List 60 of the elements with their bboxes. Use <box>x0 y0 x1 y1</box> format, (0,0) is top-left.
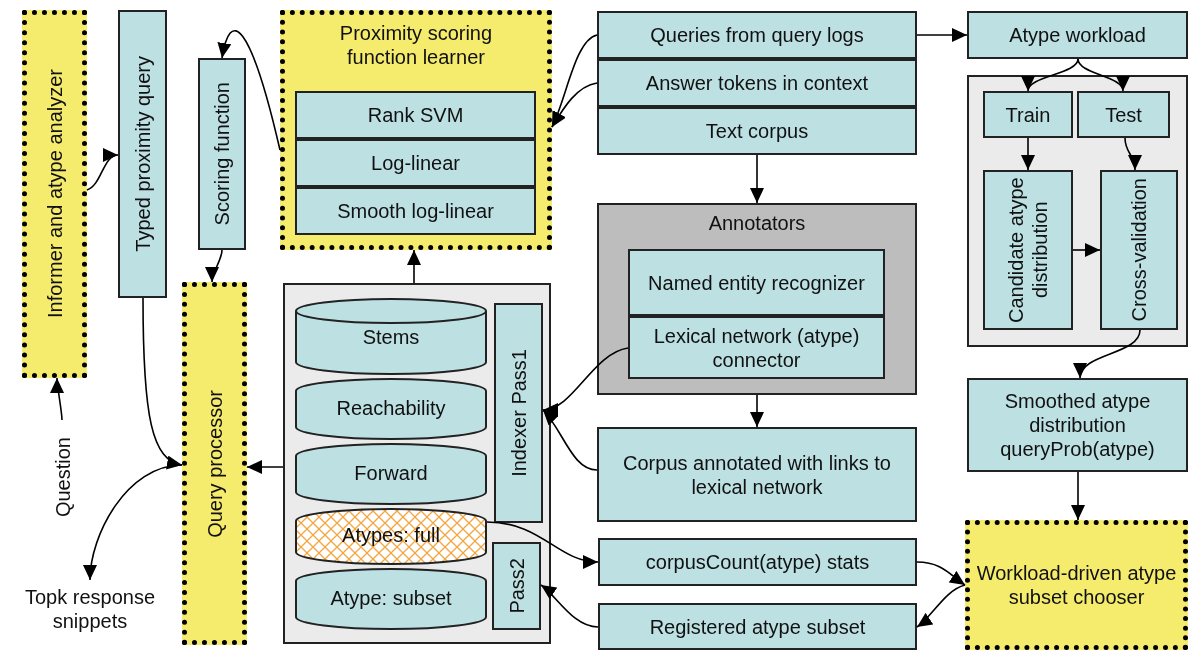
arrow <box>1124 137 1142 171</box>
process-box: Scoring function <box>198 58 246 250</box>
process-box: Candidate atype distribution <box>983 170 1073 330</box>
arrow <box>218 29 281 151</box>
process-box: Rank SVM <box>295 91 536 139</box>
arrow <box>750 394 764 428</box>
process-box: Answer tokens in context <box>597 59 917 107</box>
arrow <box>916 28 968 42</box>
process-box: Train <box>983 91 1073 138</box>
arrow <box>1071 471 1085 521</box>
arrow <box>86 150 119 191</box>
process-box: Test <box>1077 91 1170 138</box>
process-box: Queries from query logs <box>597 11 917 59</box>
arrow <box>84 464 183 581</box>
process-box: Lexical network (atype) connector <box>628 316 885 379</box>
text-label: Topk response snippets <box>5 580 175 638</box>
process-box: Indexer Pass1 <box>494 303 543 523</box>
arrow <box>142 297 183 468</box>
process-box: Text corpus <box>597 107 917 155</box>
component-box <box>280 10 552 250</box>
process-box: Smoothed atype distribution queryProb(atype) <box>967 378 1188 472</box>
group-heading: Annotators <box>707 211 807 235</box>
arrow <box>542 347 629 415</box>
component-box: Query processor <box>182 282 247 645</box>
group-heading: Proximity scoring function learner <box>338 21 494 69</box>
component-box: Workload-driven atype subset chooser <box>965 520 1188 650</box>
group-panel <box>597 203 917 395</box>
process-box: corpusCount(atype) stats <box>598 538 917 586</box>
arrow <box>540 584 599 628</box>
process-box: Cross-validation <box>1100 170 1178 330</box>
arrow <box>1021 137 1035 171</box>
process-box: Named entity recognizer <box>628 249 885 316</box>
arrow <box>916 561 966 586</box>
process-box: Log-linear <box>295 139 536 187</box>
arrow <box>407 249 421 284</box>
arrow <box>246 460 284 474</box>
database-cylinder: Stems <box>295 298 487 375</box>
arrow <box>1077 58 1127 92</box>
group-panel <box>967 75 1188 347</box>
group-panel <box>283 283 551 644</box>
arrow <box>50 377 65 421</box>
arrow <box>916 584 966 628</box>
text-label: Question <box>45 420 80 535</box>
process-box: Pass2 <box>492 542 541 630</box>
database-cylinder: Reachability <box>295 375 487 440</box>
arrow <box>1072 243 1101 257</box>
process-box: Corpus annotated with links to lexical network <box>597 427 917 522</box>
process-box: Typed proximity query <box>118 10 167 298</box>
arrow <box>551 82 598 128</box>
arrow <box>1076 329 1141 379</box>
database-cylinder: Atype: subset <box>295 565 487 630</box>
process-box: Atype workload <box>967 11 1188 59</box>
arrow <box>542 409 598 471</box>
arrow <box>750 154 764 204</box>
arrow <box>486 521 599 568</box>
arrow <box>206 249 223 283</box>
process-box: Smooth log-linear <box>295 187 536 235</box>
process-box: Registered atype subset <box>598 603 917 650</box>
database-cylinder: Forward <box>295 440 487 505</box>
component-box: Informer and atype analyzer <box>22 10 87 378</box>
